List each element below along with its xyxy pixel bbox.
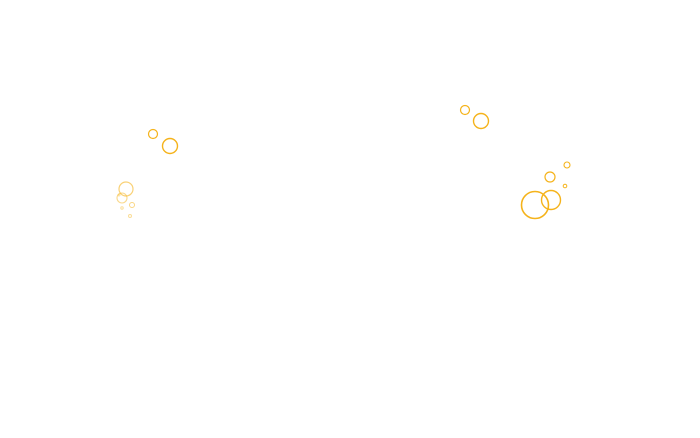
- bubble-circle: [563, 161, 571, 169]
- bubble-circle: [544, 171, 556, 183]
- bubble-cluster-right: [520, 161, 571, 220]
- bubble-circle: [128, 214, 132, 218]
- bubble-circle: [120, 206, 124, 210]
- bubble-circle: [520, 190, 550, 220]
- bubble-circle: [562, 183, 568, 189]
- bubble-circle: [129, 202, 135, 208]
- bubble-cluster-center-right: [459, 104, 490, 130]
- bubble-circle: [118, 181, 134, 197]
- bubble-cluster-left-lower: [116, 181, 135, 218]
- bubble-circle: [117, 193, 121, 197]
- bubble-cluster-left-upper: [147, 128, 179, 155]
- bubble-circle: [472, 112, 490, 130]
- bubble-circle: [540, 189, 562, 211]
- bubble-circle: [459, 104, 471, 116]
- bubble-circle: [147, 128, 159, 140]
- bubble-circle: [161, 137, 179, 155]
- bubble-clusters: [116, 104, 571, 220]
- bubble-circle: [116, 192, 128, 204]
